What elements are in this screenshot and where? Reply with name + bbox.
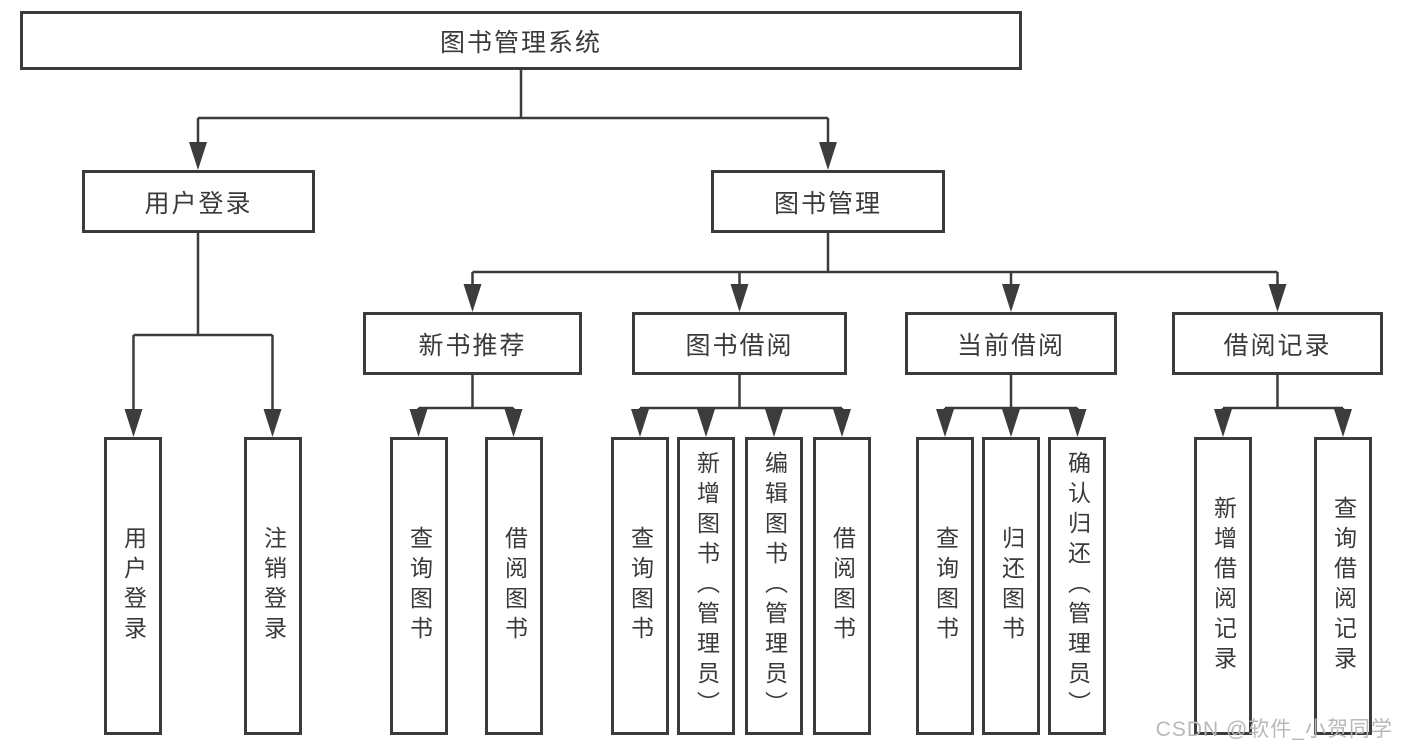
leaf-logout-label: 注销登录 — [260, 526, 287, 646]
node-book-management: 图书管理 — [711, 170, 945, 233]
leaf-edit-book-admin-label: 编辑图书（管理员） — [761, 451, 788, 721]
arrowhead-icon — [936, 409, 954, 437]
node-new-book-recommend-label: 新书推荐 — [418, 331, 527, 360]
leaf-add-borrow-record-label: 新增借阅记录 — [1210, 496, 1237, 676]
leaf-borrow-books-borrowing: 借阅图书 — [813, 437, 871, 735]
node-root-system-label: 图书管理系统 — [439, 28, 602, 57]
arrowhead-icon — [463, 284, 482, 312]
connector-book-management-to-level3 — [471, 233, 1279, 290]
leaf-borrow-books-recommend: 借阅图书 — [485, 437, 543, 735]
leaf-query-books-borrowing: 查询图书 — [611, 437, 669, 735]
arrowhead-icon — [631, 409, 649, 437]
leaf-logout: 注销登录 — [244, 437, 302, 735]
node-borrowing-records: 借阅记录 — [1172, 312, 1383, 375]
leaf-query-books-current: 查询图书 — [916, 437, 974, 735]
leaf-user-login-label: 用户登录 — [120, 526, 147, 646]
leaf-return-books-label: 归还图书 — [998, 526, 1025, 646]
leaf-return-books: 归还图书 — [982, 437, 1040, 735]
leaf-borrow-books-recommend-label: 借阅图书 — [501, 526, 528, 646]
leaf-confirm-return-admin-label: 确认归还（管理员） — [1064, 451, 1091, 721]
node-book-borrowing: 图书借阅 — [632, 312, 847, 375]
node-book-borrowing-label: 图书借阅 — [685, 331, 794, 360]
arrowhead-icon — [1214, 409, 1232, 437]
connector-current-borrowing-to-leaves — [943, 375, 1079, 412]
node-root-system: 图书管理系统 — [20, 11, 1022, 70]
node-borrowing-records-label: 借阅记录 — [1223, 331, 1332, 360]
leaf-query-books-borrowing-label: 查询图书 — [627, 526, 654, 646]
leaf-add-book-admin-label: 新增图书（管理员） — [693, 451, 720, 721]
arrowhead-icon — [819, 142, 837, 170]
leaf-query-books-recommend-label: 查询图书 — [406, 526, 433, 646]
node-user-login: 用户登录 — [82, 170, 315, 233]
node-user-login-label: 用户登录 — [144, 189, 253, 218]
arrowhead-icon — [730, 284, 749, 312]
leaf-borrow-books-borrowing-label: 借阅图书 — [829, 526, 856, 646]
leaf-query-books-current-label: 查询图书 — [932, 526, 959, 646]
arrowhead-icon — [833, 409, 851, 437]
node-current-borrowing: 当前借阅 — [905, 312, 1117, 375]
arrowhead-icon — [1002, 409, 1020, 437]
arrowhead-icon — [124, 409, 143, 437]
arrowhead-icon — [409, 409, 428, 437]
leaf-query-borrow-record-label: 查询借阅记录 — [1330, 496, 1357, 676]
arrowhead-icon — [765, 409, 783, 437]
arrowhead-icon — [1002, 284, 1020, 312]
connector-borrowing-records-to-leaves — [1221, 375, 1345, 412]
leaf-query-books-recommend: 查询图书 — [390, 437, 448, 735]
leaf-query-borrow-record: 查询借阅记录 — [1314, 437, 1372, 735]
leaf-add-book-admin: 新增图书（管理员） — [677, 437, 735, 735]
arrowhead-icon — [263, 409, 282, 437]
leaf-confirm-return-admin: 确认归还（管理员） — [1048, 437, 1106, 735]
arrowhead-icon — [1268, 284, 1287, 312]
connector-root-to-level2 — [196, 70, 830, 146]
csdn-watermark: CSDN @软件_小贺同学 — [1155, 718, 1393, 741]
arrowhead-icon — [1334, 409, 1352, 437]
connector-user-login-to-leaves — [132, 233, 274, 412]
leaf-user-login: 用户登录 — [104, 437, 162, 735]
leaf-add-borrow-record: 新增借阅记录 — [1194, 437, 1252, 735]
arrowhead-icon — [1068, 409, 1087, 437]
arrowhead-icon — [697, 409, 715, 437]
node-new-book-recommend: 新书推荐 — [363, 312, 582, 375]
node-book-management-label: 图书管理 — [773, 189, 882, 218]
arrowhead-icon — [504, 409, 523, 437]
leaf-edit-book-admin: 编辑图书（管理员） — [745, 437, 803, 735]
arrowhead-icon — [189, 142, 207, 170]
connector-new-book-recommend-to-leaves — [417, 375, 515, 412]
node-current-borrowing-label: 当前借阅 — [956, 331, 1065, 360]
connector-book-borrowing-to-leaves — [638, 375, 844, 412]
